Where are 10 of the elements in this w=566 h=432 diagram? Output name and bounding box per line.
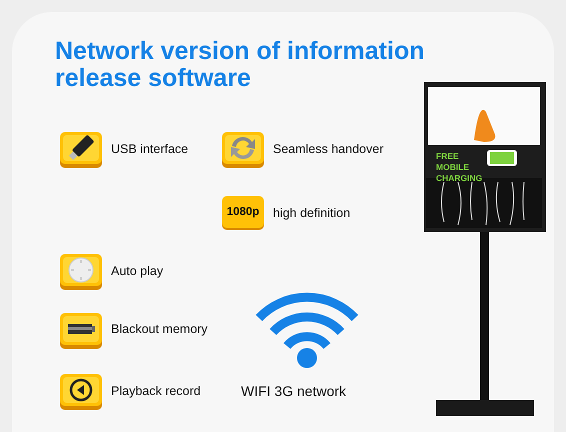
heading: Network version of information release software [55, 38, 426, 92]
feature-label: USB interface [111, 142, 188, 156]
feature-label: Seamless handover [273, 142, 384, 156]
feature-label: WIFI 3G network [241, 383, 346, 399]
resolution-badge: 1080p [222, 196, 264, 228]
feature-label: Blackout memory [111, 322, 208, 336]
feature-label: Auto play [111, 264, 164, 278]
feature-label: Playback record [111, 384, 201, 398]
feature-label: high definition [273, 206, 350, 220]
sign-text: FREE MOBILE CHARGING [436, 151, 484, 184]
